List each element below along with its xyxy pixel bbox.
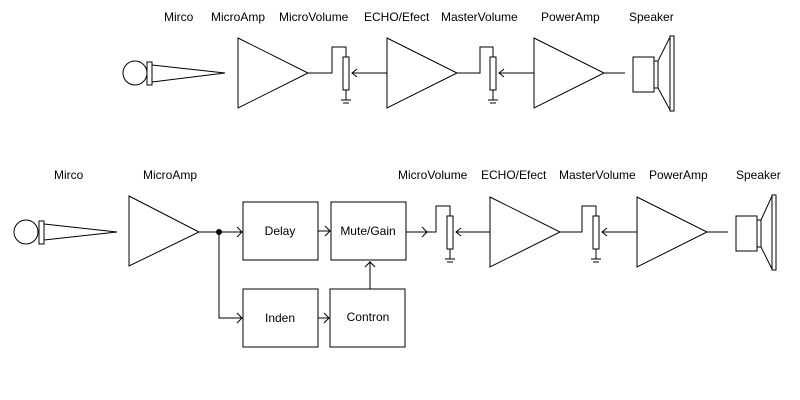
label-micro-volume: MicroVolume <box>398 168 468 182</box>
micro-amp-triangle-icon <box>128 195 201 267</box>
microphone-icon <box>122 60 226 86</box>
delay-block-label: Delay <box>265 224 296 238</box>
speaker-icon <box>632 35 675 112</box>
label-master-volume: MasterVolume <box>441 10 518 24</box>
mute-gain-block: Mute/Gain <box>330 201 407 261</box>
label-power-amp: PowerAmp <box>541 10 600 24</box>
speaker-icon <box>735 194 777 271</box>
echo-triangle-icon <box>489 196 562 268</box>
microphone-icon <box>13 219 118 245</box>
label-micro-amp: MicroAmp <box>211 10 265 24</box>
master-volume-potentiometer-icon <box>591 215 601 263</box>
label-mic: Mirco <box>54 168 84 182</box>
master-volume-potentiometer-icon <box>488 56 498 104</box>
mute-gain-block-label: Mute/Gain <box>340 224 395 238</box>
top-chain: Mirco MicroAmp MicroVolume ECHO/Efect Ma… <box>122 10 675 112</box>
label-echo: ECHO/Efect <box>364 10 430 24</box>
inden-block: Inden <box>242 288 319 348</box>
contron-block: Contron <box>329 288 406 348</box>
inden-block-label: Inden <box>265 311 295 325</box>
label-power-amp: PowerAmp <box>649 168 708 182</box>
power-amp-triangle-icon <box>636 196 709 268</box>
delay-block: Delay <box>242 201 319 261</box>
label-speaker: Speaker <box>736 168 781 182</box>
label-mic: Mirco <box>164 10 194 24</box>
echo-triangle-icon <box>386 37 459 109</box>
contron-block-label: Contron <box>347 310 390 324</box>
label-micro-volume: MicroVolume <box>279 10 349 24</box>
label-micro-amp: MicroAmp <box>143 168 197 182</box>
power-amp-triangle-icon <box>533 37 606 109</box>
bottom-chain: Mirco MicroAmp MicroVolume ECHO/Efect Ma… <box>13 168 781 348</box>
label-master-volume: MasterVolume <box>559 168 636 182</box>
micro-volume-potentiometer-icon <box>341 56 351 104</box>
label-echo: ECHO/Efect <box>481 168 547 182</box>
micro-volume-potentiometer-icon <box>445 215 455 263</box>
label-speaker: Speaker <box>629 10 674 24</box>
micro-amp-triangle-icon <box>237 37 310 109</box>
